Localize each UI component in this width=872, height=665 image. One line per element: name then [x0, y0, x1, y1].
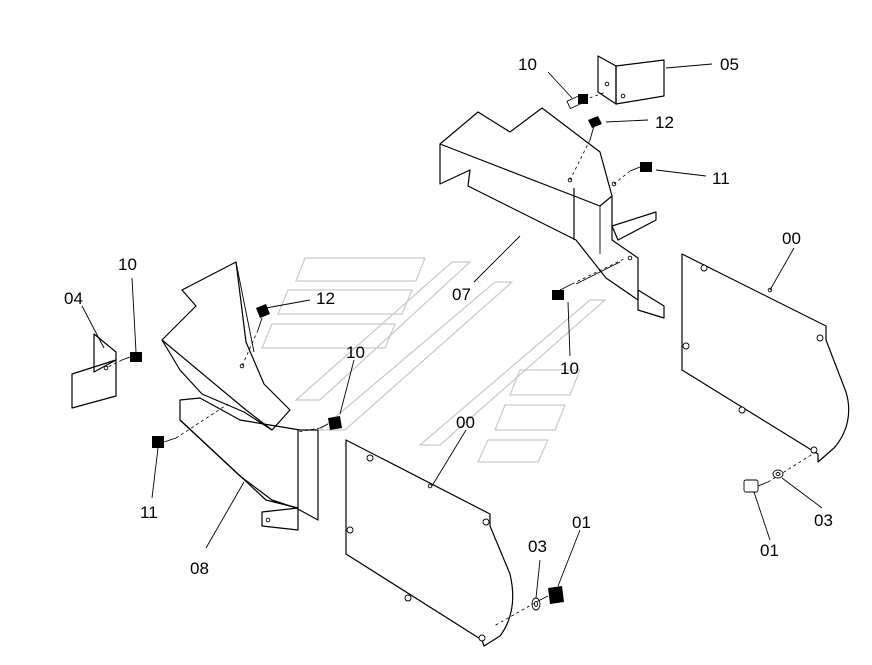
part-00-left-panel [345, 439, 514, 647]
callout-08: 08 [190, 559, 209, 578]
callout-11-left: 11 [140, 503, 158, 522]
part-08-upper-cover [161, 261, 291, 431]
callout-11-right: 11 [712, 169, 730, 188]
callout-10-center: 10 [346, 343, 365, 362]
part-04-bracket [71, 333, 117, 409]
callout-04: 04 [64, 289, 83, 308]
callout-10-left: 10 [118, 255, 137, 274]
callout-10-mid: 10 [560, 359, 579, 378]
callout-12-left: 12 [316, 289, 335, 308]
bolt-10-mid [552, 283, 573, 300]
bolt-01-right [743, 479, 769, 493]
callout-03-left: 03 [528, 537, 547, 556]
watermark-logo [261, 257, 607, 463]
bolt-12-top [588, 116, 602, 141]
part-07-cover [439, 107, 665, 319]
callout-labels: 05 10 12 11 00 07 10 10 04 12 10 00 11 0… [64, 55, 833, 578]
bolt-10-left [121, 352, 142, 362]
bolt-01-left [539, 586, 564, 604]
bolt-10-top [566, 94, 588, 110]
bolt-10-center [319, 416, 342, 430]
callout-00-right: 00 [782, 229, 801, 248]
part-05-bracket [597, 55, 665, 105]
callout-10-top: 10 [518, 55, 537, 74]
bolt-11-left [152, 436, 177, 448]
callout-05: 05 [720, 55, 739, 74]
part-00-right-panel [681, 253, 850, 463]
callout-03-right: 03 [814, 511, 833, 530]
leader-lines [81, 63, 823, 599]
callout-01-left: 01 [572, 513, 591, 532]
washer-03-right [772, 469, 784, 479]
callout-01-right: 01 [760, 541, 779, 560]
callout-07: 07 [452, 285, 471, 304]
assembly-lines [105, 91, 817, 627]
callout-12-top: 12 [655, 113, 674, 132]
callout-00-left: 00 [456, 413, 475, 432]
bolt-11-right [629, 162, 652, 172]
part-08-duct [179, 397, 319, 531]
